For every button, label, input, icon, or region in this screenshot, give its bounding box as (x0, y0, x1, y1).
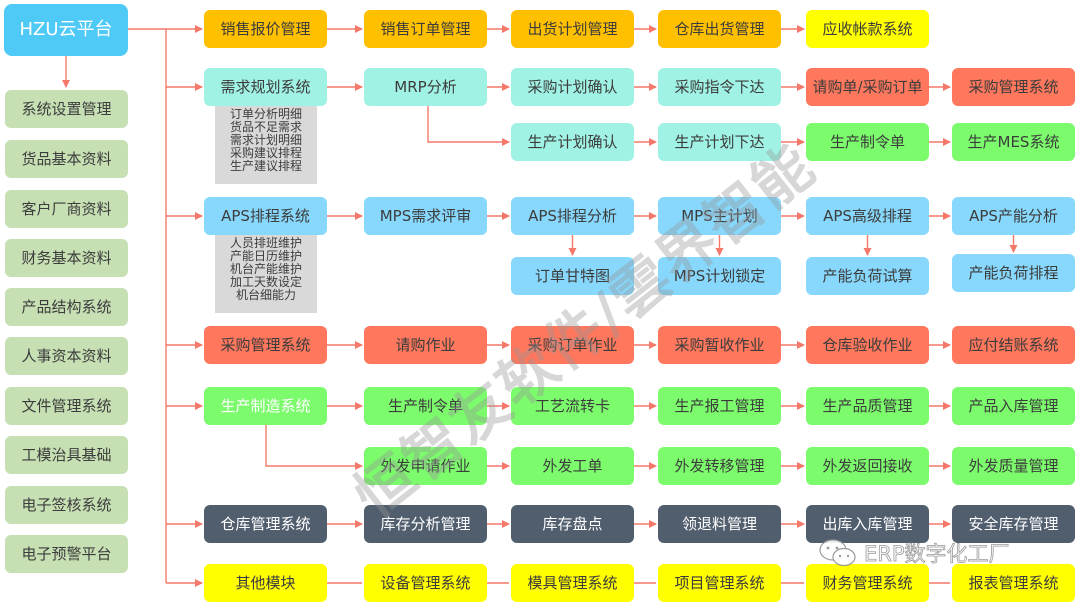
module-node-warehouse-0[interactable]: 仓库管理系统 (204, 505, 327, 543)
module-node-sales-3[interactable]: 仓库出货管理 (658, 10, 781, 48)
module-node-aps-sub-2[interactable]: 产能负荷试算 (806, 257, 929, 295)
module-node-aps-sub-3[interactable]: 产能负荷排程 (952, 254, 1075, 292)
note-line: 生产建议排程 (229, 159, 302, 173)
module-node-aps-3[interactable]: MPS主计划 (658, 197, 781, 235)
module-node-warehouse-2[interactable]: 库存盘点 (511, 505, 634, 543)
module-node-purchase-4[interactable]: 仓库验收作业 (806, 326, 929, 364)
module-node-outsource-4[interactable]: 外发质量管理 (952, 447, 1075, 485)
base-module-2[interactable]: 客户厂商资料 (5, 190, 128, 228)
base-module-5[interactable]: 人事资本资料 (5, 337, 128, 375)
module-node-production-4[interactable]: 生产品质管理 (806, 387, 929, 425)
module-node-sales-0[interactable]: 销售报价管理 (204, 10, 327, 48)
module-node-sales-1[interactable]: 销售订单管理 (364, 10, 487, 48)
root-platform-node[interactable]: HZU云平台 (4, 4, 128, 56)
module-node-aps-5[interactable]: APS产能分析 (952, 197, 1075, 235)
brand-badge: ERP数字化工厂 (818, 538, 1010, 568)
base-module-7[interactable]: 工模治具基础 (5, 436, 128, 474)
aps-scheduling-notes: 人员排班维护 产能日历维护 机台产能维护 加工天数设定 机台细能力 (215, 235, 317, 313)
base-module-9[interactable]: 电子预警平台 (5, 535, 128, 573)
demand-planning-notes: 订单分析明细 货品不足需求 需求计划明细 采购建议排程 生产建议排程 (215, 106, 317, 184)
base-module-0[interactable]: 系统设置管理 (5, 90, 128, 128)
module-node-production-2[interactable]: 工艺流转卡 (511, 387, 634, 425)
module-node-demand-prod-1[interactable]: 生产计划下达 (658, 123, 781, 161)
module-node-warehouse-3[interactable]: 领退料管理 (658, 505, 781, 543)
brand-text: ERP数字化工厂 (864, 542, 1010, 567)
note-line: 货品不足需求 (229, 120, 302, 134)
module-node-demand-prod-0[interactable]: 生产计划确认 (511, 123, 634, 161)
note-line: 订单分析明细 (229, 107, 302, 121)
wechat-icon (819, 539, 856, 567)
module-node-production-0[interactable]: 生产制造系统 (204, 387, 327, 425)
module-node-production-3[interactable]: 生产报工管理 (658, 387, 781, 425)
module-node-other-5[interactable]: 报表管理系统 (952, 564, 1075, 602)
module-node-production-5[interactable]: 产品入库管理 (952, 387, 1075, 425)
note-line: 机台产能维护 (229, 262, 302, 276)
production-branch-arrow (265, 425, 363, 470)
module-node-aps-2[interactable]: APS排程分析 (511, 197, 634, 235)
module-node-demand-5[interactable]: 采购管理系统 (952, 68, 1075, 106)
module-node-demand-4[interactable]: 请购单/采购订单 (806, 68, 929, 106)
module-node-other-1[interactable]: 设备管理系统 (364, 564, 487, 602)
module-node-production-1[interactable]: 生产制令单 (364, 387, 487, 425)
note-line: 产能日历维护 (229, 249, 302, 263)
mrp-branch-arrow (427, 106, 510, 146)
module-node-outsource-2[interactable]: 外发转移管理 (658, 447, 781, 485)
module-node-outsource-1[interactable]: 外发工单 (511, 447, 634, 485)
module-node-sales-4[interactable]: 应收帐款系统 (806, 10, 929, 48)
module-node-other-0[interactable]: 其他模块 (204, 564, 327, 602)
module-node-aps-sub-1[interactable]: MPS计划锁定 (658, 257, 781, 295)
module-node-aps-1[interactable]: MPS需求评审 (364, 197, 487, 235)
module-node-warehouse-4[interactable]: 出库入库管理 (806, 505, 929, 543)
module-node-other-3[interactable]: 项目管理系统 (658, 564, 781, 602)
module-node-other-4[interactable]: 财务管理系统 (806, 564, 929, 602)
base-module-6[interactable]: 文件管理系统 (5, 387, 128, 425)
module-node-warehouse-5[interactable]: 安全库存管理 (952, 505, 1075, 543)
note-line: 采购建议排程 (229, 146, 302, 160)
module-node-warehouse-1[interactable]: 库存分析管理 (364, 505, 487, 543)
module-node-purchase-2[interactable]: 采购订单作业 (511, 326, 634, 364)
module-node-outsource-0[interactable]: 外发申请作业 (364, 447, 487, 485)
module-node-demand-1[interactable]: MRP分析 (364, 68, 487, 106)
module-node-aps-0[interactable]: APS排程系统 (204, 197, 327, 235)
module-node-demand-prod-2[interactable]: 生产制令单 (806, 123, 929, 161)
base-module-1[interactable]: 货品基本资料 (5, 140, 128, 178)
note-line: 需求计划明细 (229, 133, 302, 147)
module-node-purchase-3[interactable]: 采购暂收作业 (658, 326, 781, 364)
base-module-4[interactable]: 产品结构系统 (5, 288, 128, 326)
module-node-sales-2[interactable]: 出货计划管理 (511, 10, 634, 48)
note-line: 机台细能力 (235, 288, 296, 302)
module-node-purchase-0[interactable]: 采购管理系统 (204, 326, 327, 364)
module-node-demand-3[interactable]: 采购指令下达 (658, 68, 781, 106)
module-node-demand-0[interactable]: 需求规划系统 (204, 68, 327, 106)
module-node-purchase-5[interactable]: 应付结账系统 (952, 326, 1075, 364)
module-node-demand-prod-3[interactable]: 生产MES系统 (952, 123, 1075, 161)
module-node-other-2[interactable]: 模具管理系统 (511, 564, 634, 602)
base-module-3[interactable]: 财务基本资料 (5, 239, 128, 277)
base-module-8[interactable]: 电子签核系统 (5, 486, 128, 524)
module-node-purchase-1[interactable]: 请购作业 (364, 326, 487, 364)
module-node-aps-sub-0[interactable]: 订单甘特图 (511, 257, 634, 295)
module-node-outsource-3[interactable]: 外发返回接收 (806, 447, 929, 485)
note-line: 加工天数设定 (229, 275, 302, 289)
module-node-demand-2[interactable]: 采购计划确认 (511, 68, 634, 106)
module-node-aps-4[interactable]: APS高级排程 (806, 197, 929, 235)
note-line: 人员排班维护 (229, 236, 302, 250)
